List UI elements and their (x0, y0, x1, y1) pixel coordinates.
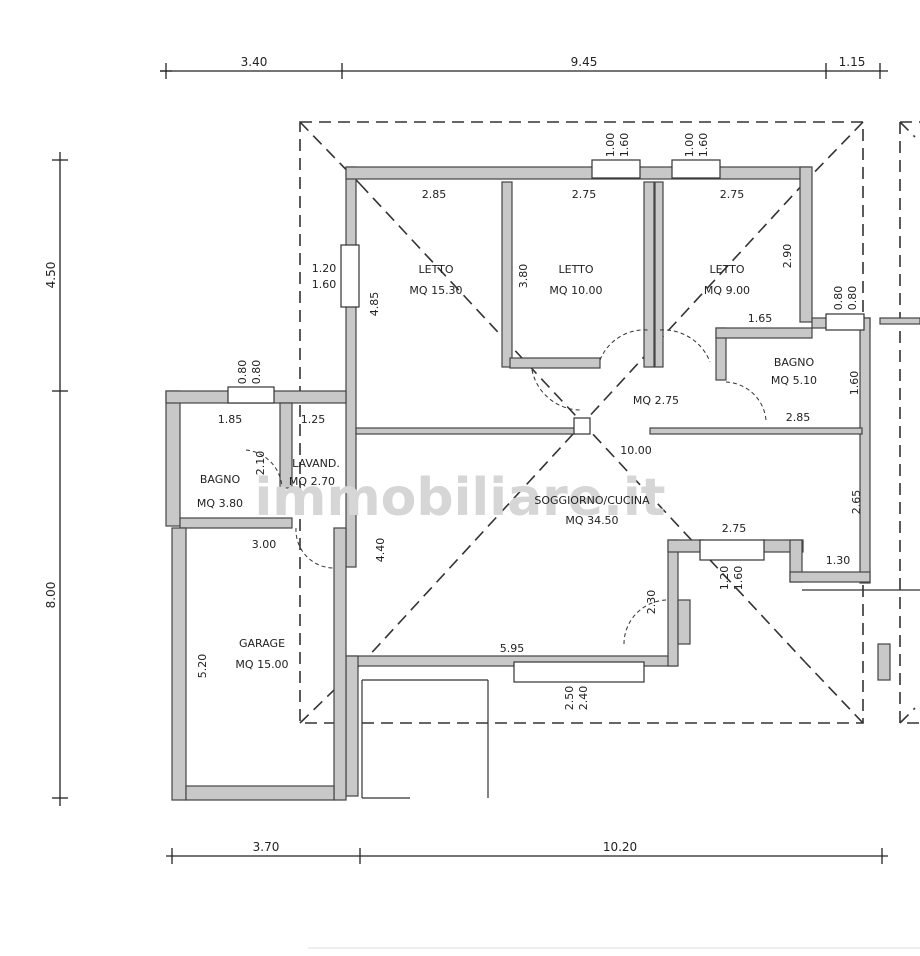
wall-dim-letto1-depth: 4.85 (368, 292, 381, 317)
win-dim-5a: 0.80 (236, 360, 249, 385)
room-name-letto-2: LETTO (559, 263, 594, 276)
window-bedroom-1 (340, 244, 360, 308)
window-living (513, 661, 645, 683)
room-name-letto-3: LETTO (710, 263, 745, 276)
room-area-soggiorno: MQ 34.50 (565, 514, 618, 527)
win-dim-5b: 0.80 (250, 360, 263, 385)
wall-dim-living-right: 2.65 (850, 490, 863, 515)
wall-dim-letto3-width: 2.75 (720, 188, 745, 201)
room-name-bagno-1: BAGNO (774, 356, 815, 369)
win-dim-4a: 0.80 (832, 286, 845, 311)
patio-lines (361, 679, 489, 799)
wall-dim-letto3-depth: 2.90 (781, 244, 794, 269)
window-bedroom-2 (591, 159, 641, 179)
window-bathroom-small (227, 386, 275, 404)
win-dim-3b: 1.60 (312, 278, 337, 291)
dim-top-1: 3.40 (241, 55, 268, 69)
wall-dim-bagno2-width: 1.85 (218, 413, 243, 426)
window-bedroom-3 (671, 159, 721, 179)
windows (227, 159, 865, 683)
win-dim-7a: 2.50 (563, 686, 576, 711)
room-name-letto-1: LETTO (419, 263, 454, 276)
wall-dim-kitchen-door: 2.30 (645, 590, 658, 615)
wall-dim-garage-depth: 5.20 (196, 654, 209, 679)
room-area-garage: MQ 15.00 (235, 658, 288, 671)
win-dim-6b: 1.60 (732, 566, 745, 591)
room-area-letto-3: MQ 9.00 (704, 284, 750, 297)
wall-dim-living-left: 4.40 (374, 538, 387, 563)
win-dim-7b: 2.40 (577, 686, 590, 711)
wall-dim-letto2-depth: 3.80 (517, 264, 530, 289)
win-dim-6a: 1.20 (718, 566, 731, 591)
dim-left-2: 8.00 (44, 582, 58, 609)
wall-dim-kitchen-window: 2.75 (722, 522, 747, 535)
room-area-letto-2: MQ 10.00 (549, 284, 602, 297)
wall-measurements: 2.85 2.75 2.75 3.80 4.85 2.90 1.65 1.60 … (196, 188, 863, 678)
watermark: immobiliare.it (254, 468, 665, 528)
roof-outline (299, 121, 920, 724)
win-dim-3a: 1.20 (312, 262, 337, 275)
room-name-soggiorno: SOGGIORNO/CUCINA (534, 494, 650, 507)
room-name-lavanderia: LAVAND. (292, 457, 340, 470)
wall-dim-letto2-width: 2.75 (572, 188, 597, 201)
wall-dim-living-length: 10.00 (620, 444, 652, 457)
chimney (573, 417, 591, 435)
wall-dim-bagno2-depth: 2.10 (254, 451, 267, 476)
room-labels: LETTO MQ 15.30 LETTO MQ 10.00 LETTO MQ 9… (197, 263, 817, 671)
dim-top-2: 9.45 (571, 55, 598, 69)
win-dim-2b: 1.60 (697, 133, 710, 158)
dim-top-3: 1.15 (839, 55, 866, 69)
door-swings (245, 329, 767, 645)
wall-dim-garage-width: 3.00 (252, 538, 277, 551)
room-area-letto-1: MQ 15.30 (409, 284, 462, 297)
room-name-bagno-2: BAGNO (200, 473, 241, 486)
win-dim-4b: 0.80 (846, 286, 859, 311)
wall-dim-kitchen-side: 1.30 (826, 554, 851, 567)
wall-dim-bagno1-depth: 1.60 (848, 371, 861, 396)
room-name-garage: GARAGE (239, 637, 285, 650)
win-dim-2a: 1.00 (683, 133, 696, 158)
dim-bottom-2: 10.20 (603, 840, 637, 854)
window-kitchen (699, 539, 765, 561)
wall-dim-letto3-bottom: 1.65 (748, 312, 773, 325)
win-dim-1b: 1.60 (618, 133, 631, 158)
dim-bottom-1: 3.70 (253, 840, 280, 854)
win-dim-1a: 1.00 (604, 133, 617, 158)
wall-dim-lavanderia-width: 1.25 (301, 413, 326, 426)
window-bathroom (825, 313, 865, 331)
room-area-bagno-2: MQ 3.80 (197, 497, 243, 510)
room-area-bagno-1: MQ 5.10 (771, 374, 817, 387)
wall-dim-living-bottom: 5.95 (500, 642, 525, 655)
bottom-dimension-line: 3.70 10.20 (166, 840, 888, 864)
walls (165, 166, 920, 801)
room-area-disimpegno: MQ 2.75 (633, 394, 679, 407)
window-measurements: 1.00 1.60 1.00 1.60 1.20 1.60 0.80 0.80 … (236, 133, 859, 711)
dim-left-1: 4.50 (44, 262, 58, 289)
top-dimension-line: 3.40 9.45 1.15 (160, 55, 888, 79)
wall-dim-bagno1-width: 2.85 (786, 411, 811, 424)
wall-dim-letto1-width: 2.85 (422, 188, 447, 201)
left-dimension-line: 4.50 8.00 (44, 152, 68, 806)
room-area-lavanderia: MQ 2.70 (289, 475, 335, 488)
